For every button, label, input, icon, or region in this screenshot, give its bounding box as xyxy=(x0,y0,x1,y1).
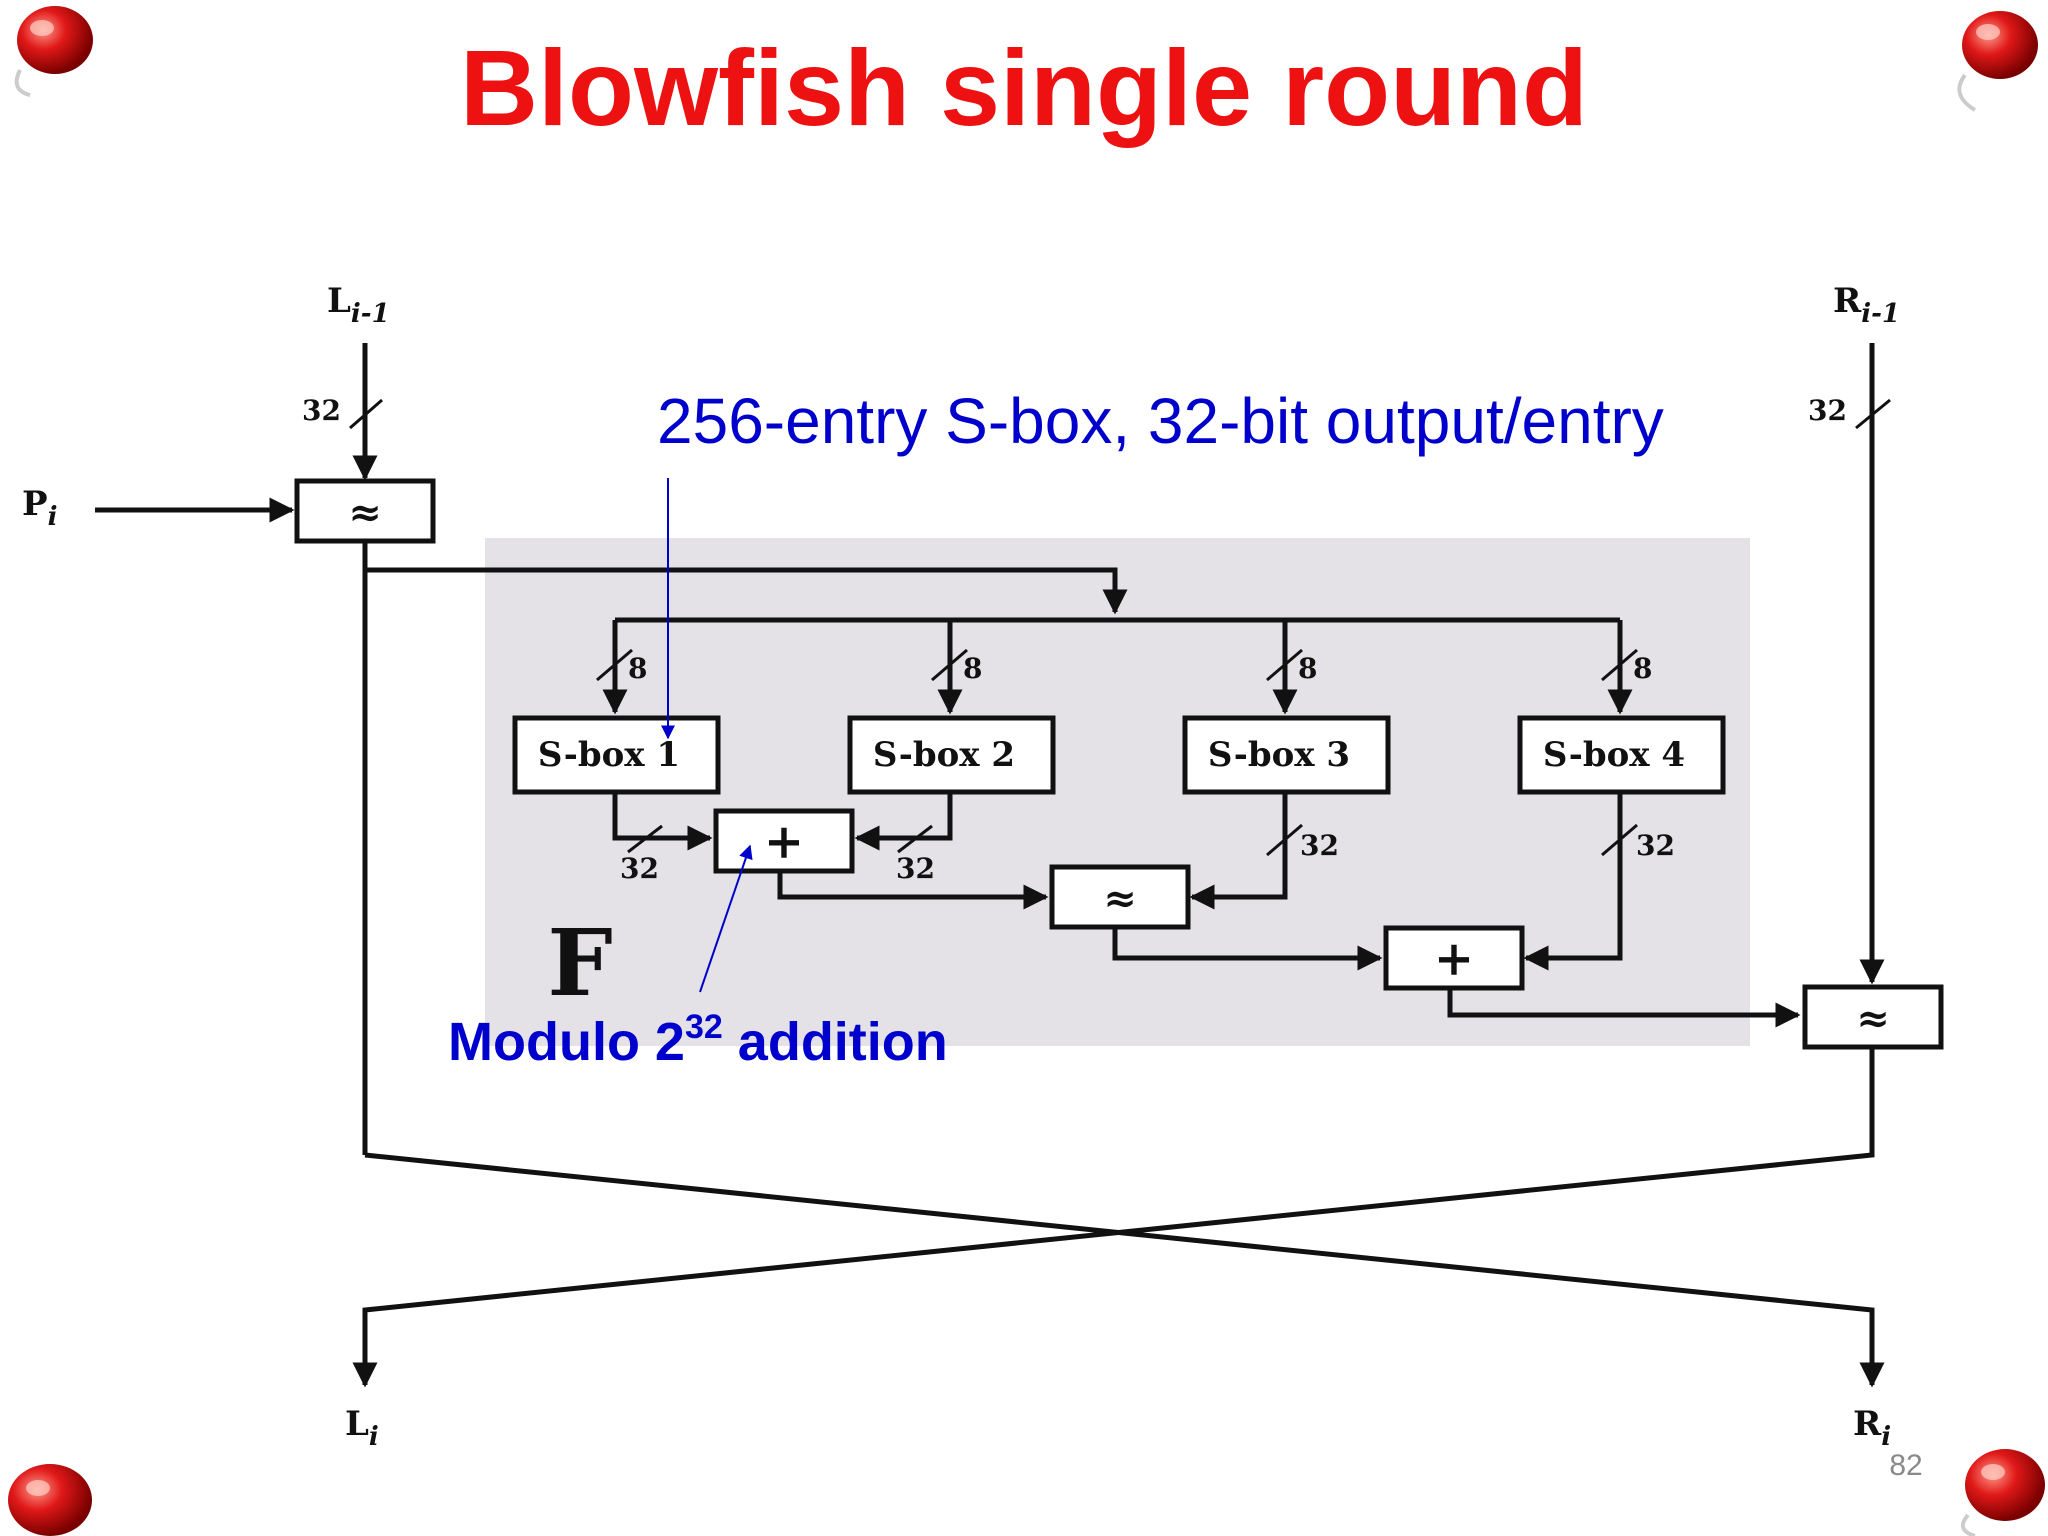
sbox-1 xyxy=(512,715,721,795)
add-symbol-1: + xyxy=(764,814,804,870)
bitwidth-label-sbox4-out: 32 xyxy=(1636,829,1675,862)
add-box-1 xyxy=(713,808,855,874)
crossover-left-to-right xyxy=(364,1152,1885,1388)
crossover-right-to-left xyxy=(352,1047,1875,1388)
sbox-4 xyxy=(1517,715,1726,795)
bitwidth-tick-sbox3 xyxy=(1266,648,1303,682)
label-right-output-sub: i xyxy=(1881,1422,1891,1452)
sbox3-output xyxy=(1189,792,1288,910)
bitwidth-tick-left xyxy=(349,398,383,430)
xor-symbol-right: ≈ xyxy=(1856,995,1890,1042)
bitwidth-tick-sbox4-out xyxy=(1601,823,1638,857)
pin-top-right-icon xyxy=(1957,11,2038,112)
sbox-1-label: S-box 1 xyxy=(538,735,680,775)
sbox-3-label: S-box 3 xyxy=(1208,735,1350,775)
bitwidth-label-sbox2: 8 xyxy=(963,652,982,685)
modulo-annotation: Modulo 232 addition xyxy=(448,1008,948,1072)
pin-top-left-icon xyxy=(14,6,93,97)
bitwidth-label-sbox4: 8 xyxy=(1633,652,1652,685)
bitwidth-label-sbox1-out: 32 xyxy=(620,852,659,885)
sbox-3 xyxy=(1182,715,1391,795)
label-right-input: Ri-1 xyxy=(1833,281,1900,329)
bitwidth-tick-sbox1-out xyxy=(627,824,663,854)
xor-symbol-left: ≈ xyxy=(348,489,382,536)
modulo-annotation-exponent: 32 xyxy=(685,1008,723,1046)
bitwidth-label-sbox2-out: 32 xyxy=(896,852,935,885)
sbox-2-label: S-box 2 xyxy=(873,735,1015,775)
bitwidth-tick-sbox2-out xyxy=(897,824,933,854)
sbox4-output xyxy=(1523,792,1623,971)
slide-title: Blowfish single round xyxy=(460,27,1588,148)
xor-symbol-middle: ≈ xyxy=(1103,875,1137,922)
add1-to-xor-line xyxy=(777,871,1049,910)
label-right-input-sub: i-1 xyxy=(1861,299,1900,329)
label-left-output-sub: i xyxy=(369,1422,379,1452)
bitwidth-label-left: 32 xyxy=(302,394,341,427)
add-box-2 xyxy=(1383,925,1525,991)
pin-bottom-left-icon xyxy=(8,1464,92,1536)
bitwidth-tick-sbox3-out xyxy=(1266,823,1303,857)
f-function-label: F xyxy=(547,909,612,1017)
modulo-annotation-suffix: addition xyxy=(723,1012,948,1072)
label-left-output: Li xyxy=(345,1404,379,1452)
sbox2-output xyxy=(854,792,953,851)
f-feed-line xyxy=(362,541,1128,615)
label-p-input-sub: i xyxy=(48,502,58,532)
bitwidth-label-sbox3: 8 xyxy=(1298,652,1317,685)
bitwidth-tick-sbox1 xyxy=(596,648,633,682)
sbox1-output xyxy=(612,792,713,851)
xor-box-middle xyxy=(1049,864,1191,930)
label-left-input: Li-1 xyxy=(327,281,390,329)
add-symbol-2: + xyxy=(1434,931,1474,987)
label-right-output: Ri xyxy=(1853,1404,1891,1452)
page-number: 82 xyxy=(1889,1449,1922,1482)
bitwidth-label-right: 32 xyxy=(1808,394,1847,427)
bitwidth-tick-sbox2 xyxy=(931,648,968,682)
label-p-input: Pi xyxy=(22,484,57,532)
bitwidth-label-sbox1: 8 xyxy=(628,652,647,685)
label-left-input-sub: i-1 xyxy=(351,299,390,329)
xor-to-add2-line xyxy=(1112,927,1383,971)
sbox-4-label: S-box 4 xyxy=(1543,735,1685,775)
bitwidth-tick-sbox4 xyxy=(1601,648,1638,682)
add2-to-xor-right-line xyxy=(1447,988,1801,1028)
pin-bottom-right-icon xyxy=(1960,1449,2045,1536)
bitwidth-tick-right xyxy=(1855,398,1891,430)
modulo-annotation-arrow xyxy=(699,844,753,993)
sbox-annotation: 256-entry S-box, 32-bit output/entry xyxy=(657,385,1664,457)
sbox-2 xyxy=(847,715,1056,795)
bitwidth-label-sbox3-out: 32 xyxy=(1300,829,1339,862)
